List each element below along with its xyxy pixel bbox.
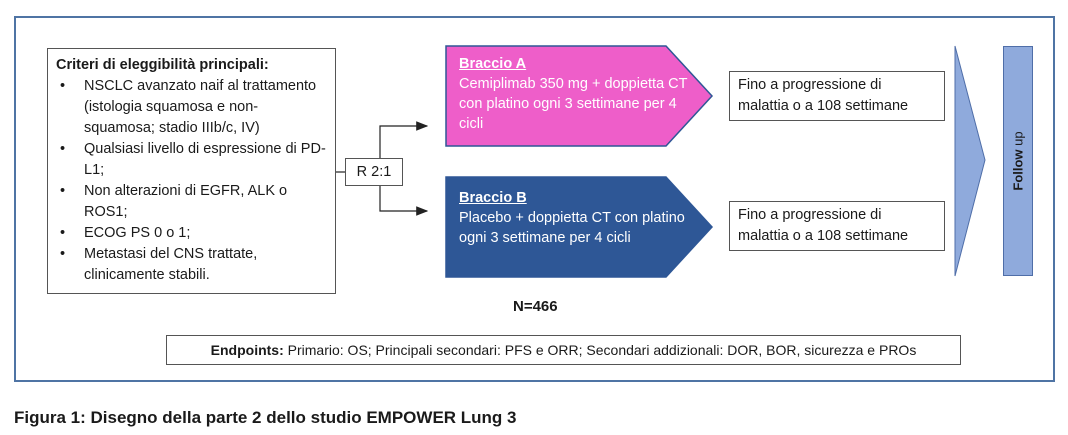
endpoints-box: Endpoints: Primario: OS; Principali seco… <box>166 335 961 365</box>
eligibility-criteria-box: Criteri di eleggibilità principali: NSCL… <box>47 48 336 294</box>
eligibility-criteria-title: Criteri di eleggibilità principali: <box>56 57 269 73</box>
arm-b-title: Braccio B <box>459 190 527 206</box>
sample-size-label: N=466 <box>513 298 558 315</box>
criteria-item: Qualsiasi livello di espressione di PD-L… <box>56 139 327 181</box>
criteria-item: Metastasi del CNS trattate, clinicamente… <box>56 244 327 286</box>
figure-caption: Figura 1: Disegno della parte 2 dello st… <box>14 408 517 427</box>
arm-b-chevron <box>445 176 714 278</box>
follow-up-triangle <box>954 45 986 277</box>
follow-up-label-rest: up <box>1010 131 1026 150</box>
eligibility-criteria-list: NSCLC avanzato naif al trattamento (isto… <box>56 76 327 286</box>
arm-a-description: Cemiplimab 350 mg + doppietta CT con pla… <box>459 76 688 132</box>
arrow-to-arm-b <box>379 186 429 216</box>
arm-a-title: Braccio A <box>459 56 527 72</box>
endpoints-text: Primario: OS; Principali secondari: PFS … <box>283 342 917 358</box>
follow-up-label-bold: Follow <box>1010 149 1026 191</box>
follow-up-label: Follow up <box>1011 131 1026 190</box>
arm-a-chevron <box>445 45 714 147</box>
criteria-item: NSCLC avanzato naif al trattamento (isto… <box>56 76 327 139</box>
arm-b-description: Placebo + doppietta CT con platino ogni … <box>459 210 685 246</box>
randomization-box: R 2:1 <box>345 158 403 186</box>
arm-b-text-block: Braccio B Placebo + doppietta CT con pla… <box>459 188 695 248</box>
criteria-item: ECOG PS 0 o 1; <box>56 223 327 244</box>
outcome-b-box: Fino a progressione di malattia o a 108 … <box>729 201 945 251</box>
follow-up-box <box>1003 46 1033 276</box>
arrow-to-arm-a <box>379 121 429 158</box>
criteria-item: Non alterazioni di EGFR, ALK o ROS1; <box>56 181 327 223</box>
outcome-a-box: Fino a progressione di malattia o a 108 … <box>729 71 945 121</box>
endpoints-label: Endpoints: <box>210 342 284 358</box>
diagram-frame <box>14 16 1055 382</box>
arm-a-text-block: Braccio A Cemiplimab 350 mg + doppietta … <box>459 54 695 134</box>
